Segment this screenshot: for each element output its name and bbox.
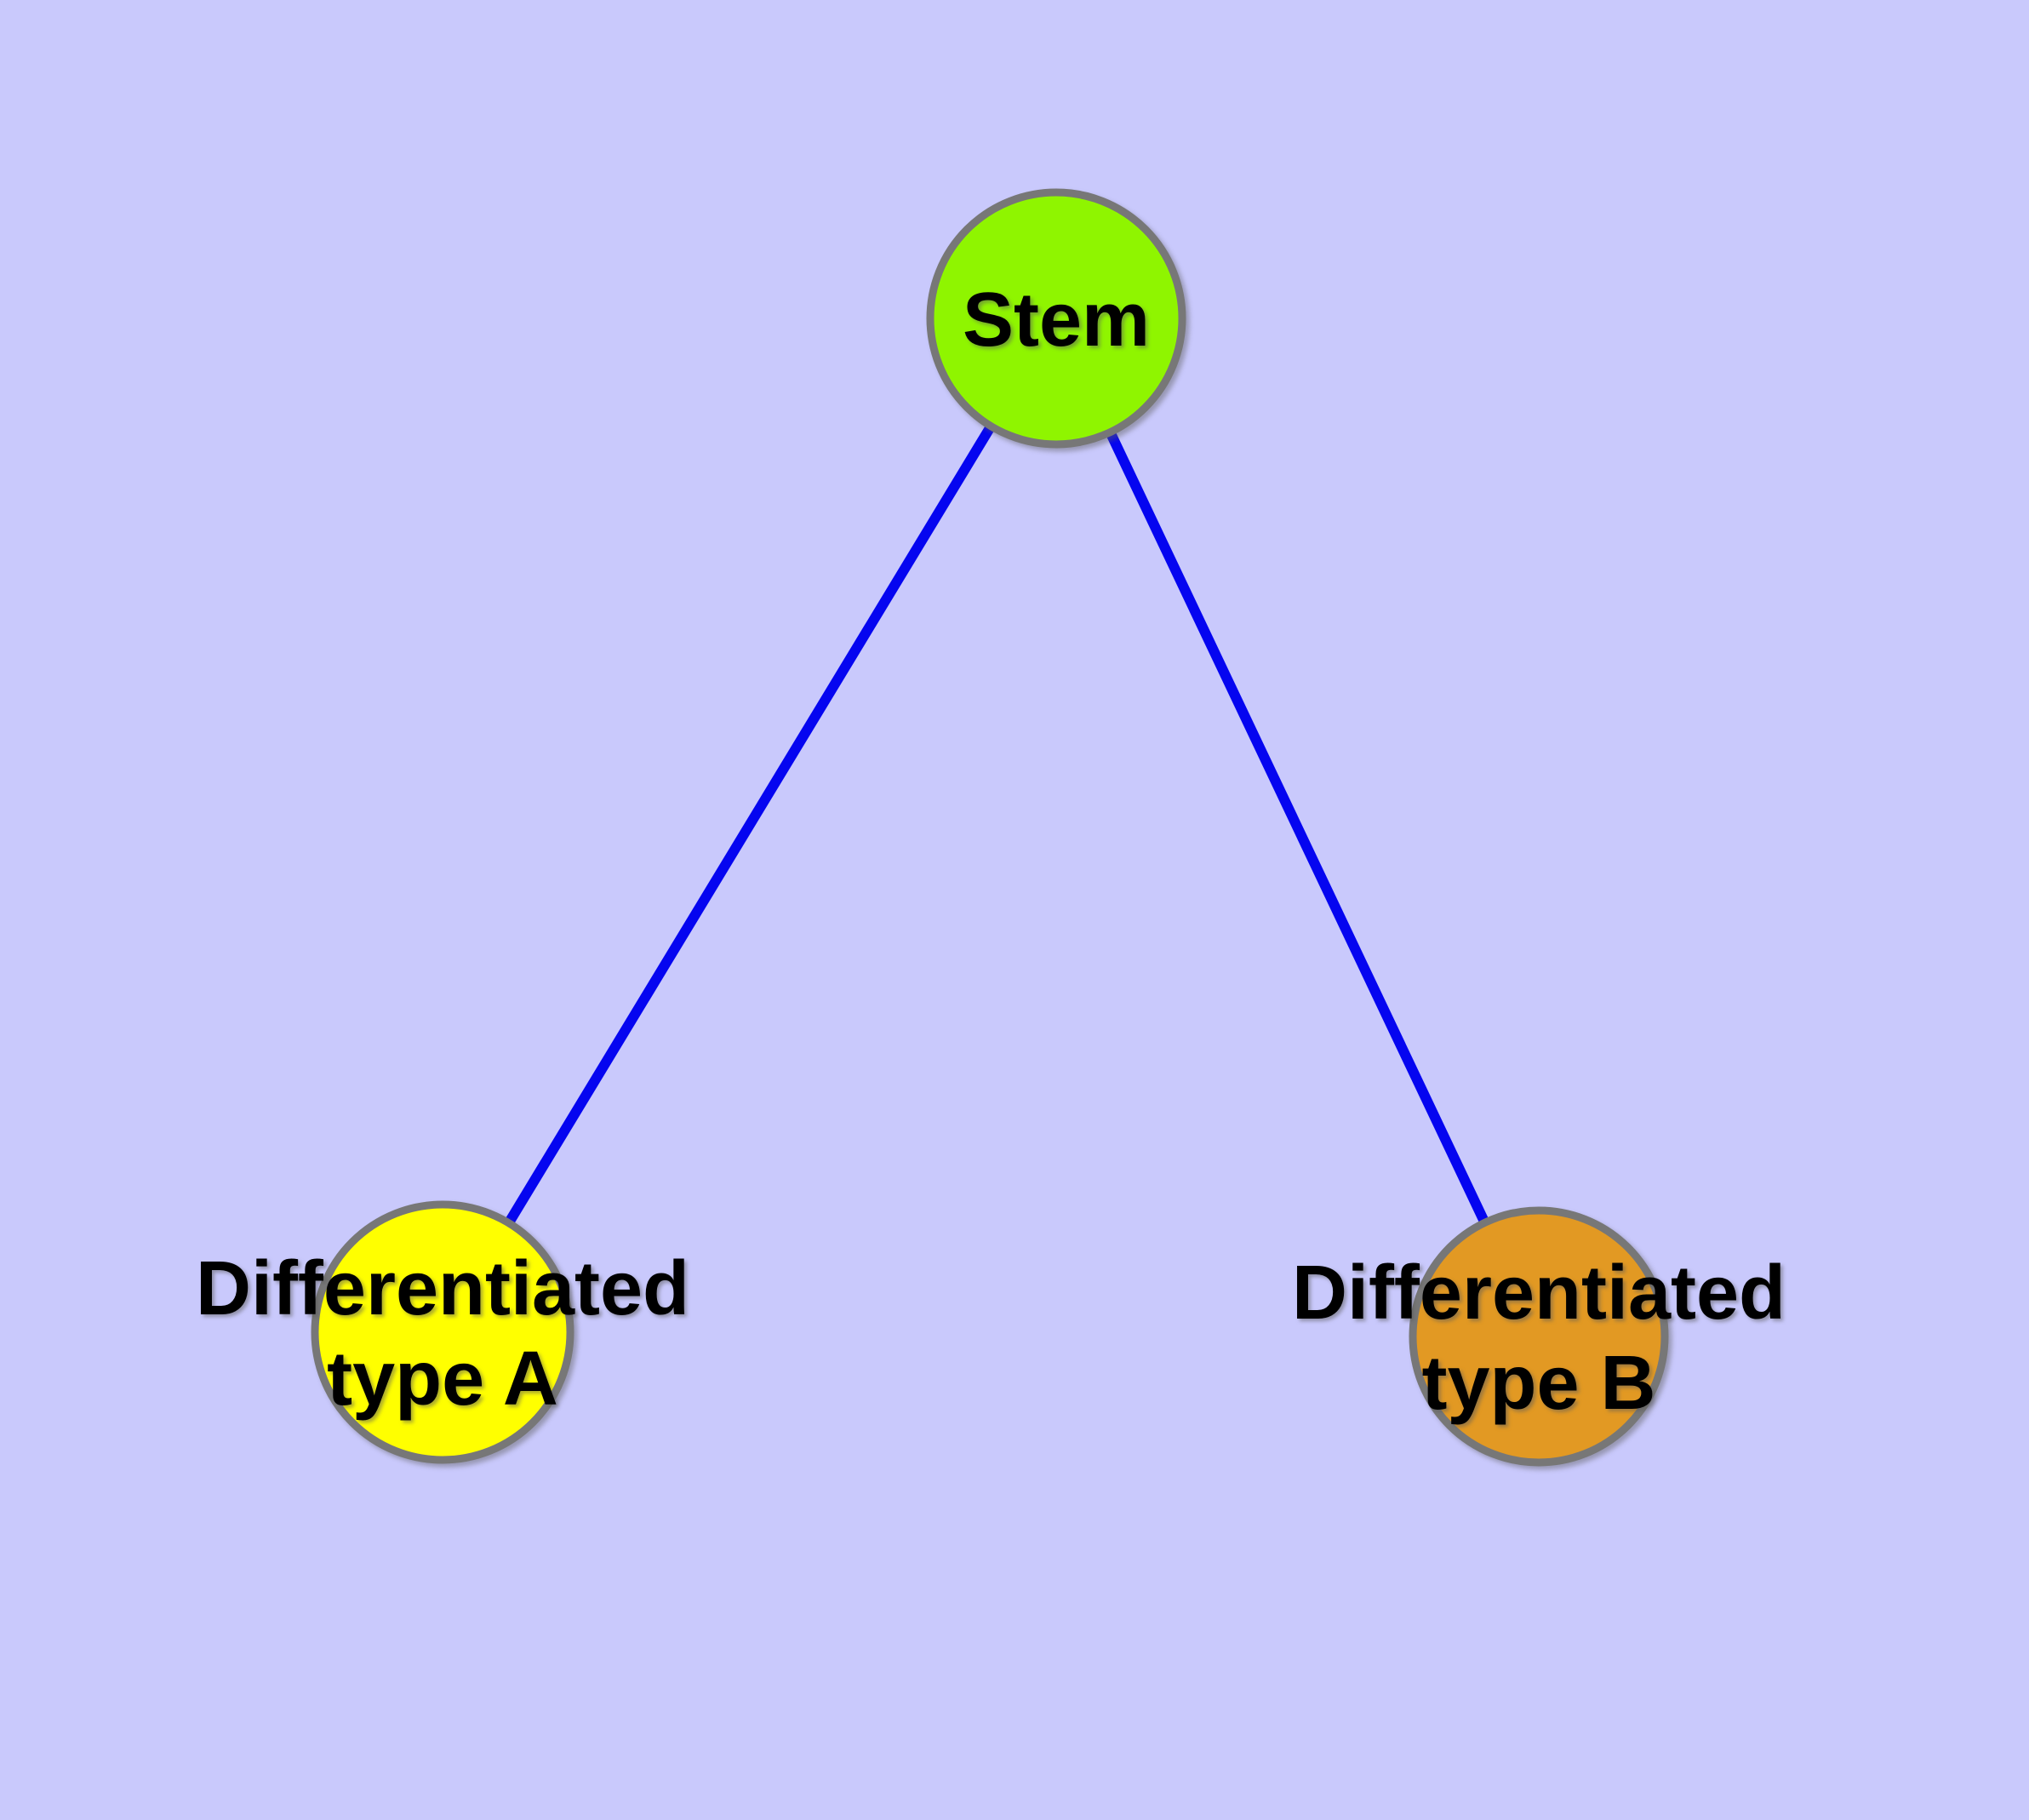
edge-stem-to-differentiated-type-b[interactable] [1051,316,1544,1339]
node-differentiated-type-a[interactable] [311,1200,574,1464]
node-stem[interactable] [926,188,1186,449]
edge-stem-to-differentiated-type-a[interactable] [437,315,1061,1336]
node-differentiated-type-b[interactable] [1409,1206,1669,1467]
